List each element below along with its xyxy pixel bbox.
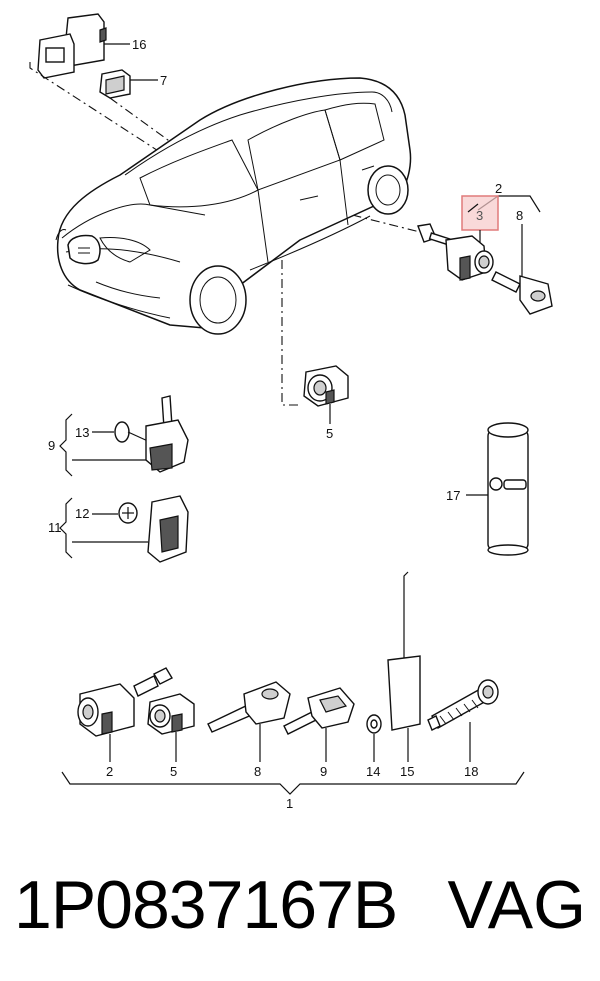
label-17: 17 (446, 488, 460, 503)
label-b15: 15 (400, 764, 414, 779)
label-b2: 2 (106, 764, 113, 779)
label-b9: 9 (320, 764, 327, 779)
label-b14: 14 (366, 764, 380, 779)
parts-diagram: 16 7 (29, 13, 553, 811)
label-8-top: 8 (516, 208, 523, 223)
label-2-top: 2 (495, 181, 502, 196)
part-18-cylinder-insert (427, 679, 499, 731)
label-16: 16 (132, 37, 146, 52)
part-5-lock-bottom (147, 693, 195, 735)
part-7-button (99, 69, 131, 99)
brand-label: VAG (447, 867, 586, 943)
part-8-key (491, 271, 553, 315)
label-b18: 18 (464, 764, 478, 779)
highlight-part-3 (461, 195, 499, 231)
footer: 1P0837167B VAG (0, 855, 600, 965)
part-16-switch (37, 13, 107, 79)
part-11-remote (147, 495, 189, 563)
label-b1: 1 (286, 796, 293, 811)
part-number: 1P0837167B (14, 867, 398, 943)
part-5-lock-mid (303, 365, 349, 407)
car-illustration (55, 77, 412, 335)
label-5-mid: 5 (326, 426, 333, 441)
label-3: 3 (476, 208, 483, 223)
label-b8: 8 (254, 764, 261, 779)
part-17-can (487, 422, 529, 556)
label-9-left: 9 (48, 438, 55, 453)
part-2-lock-cylinder (77, 667, 173, 737)
part-14-washer (366, 714, 382, 734)
part-15-tool (387, 571, 421, 731)
label-12: 12 (75, 506, 89, 521)
part-8-key-bottom (207, 681, 291, 733)
label-11: 11 (48, 520, 62, 535)
label-13: 13 (75, 425, 89, 440)
label-b5: 5 (170, 764, 177, 779)
part-3-lock-cylinder (417, 223, 494, 281)
part-9-fold-key (145, 395, 189, 473)
part-9-flip-key-bottom (283, 687, 355, 735)
label-7: 7 (160, 73, 167, 88)
